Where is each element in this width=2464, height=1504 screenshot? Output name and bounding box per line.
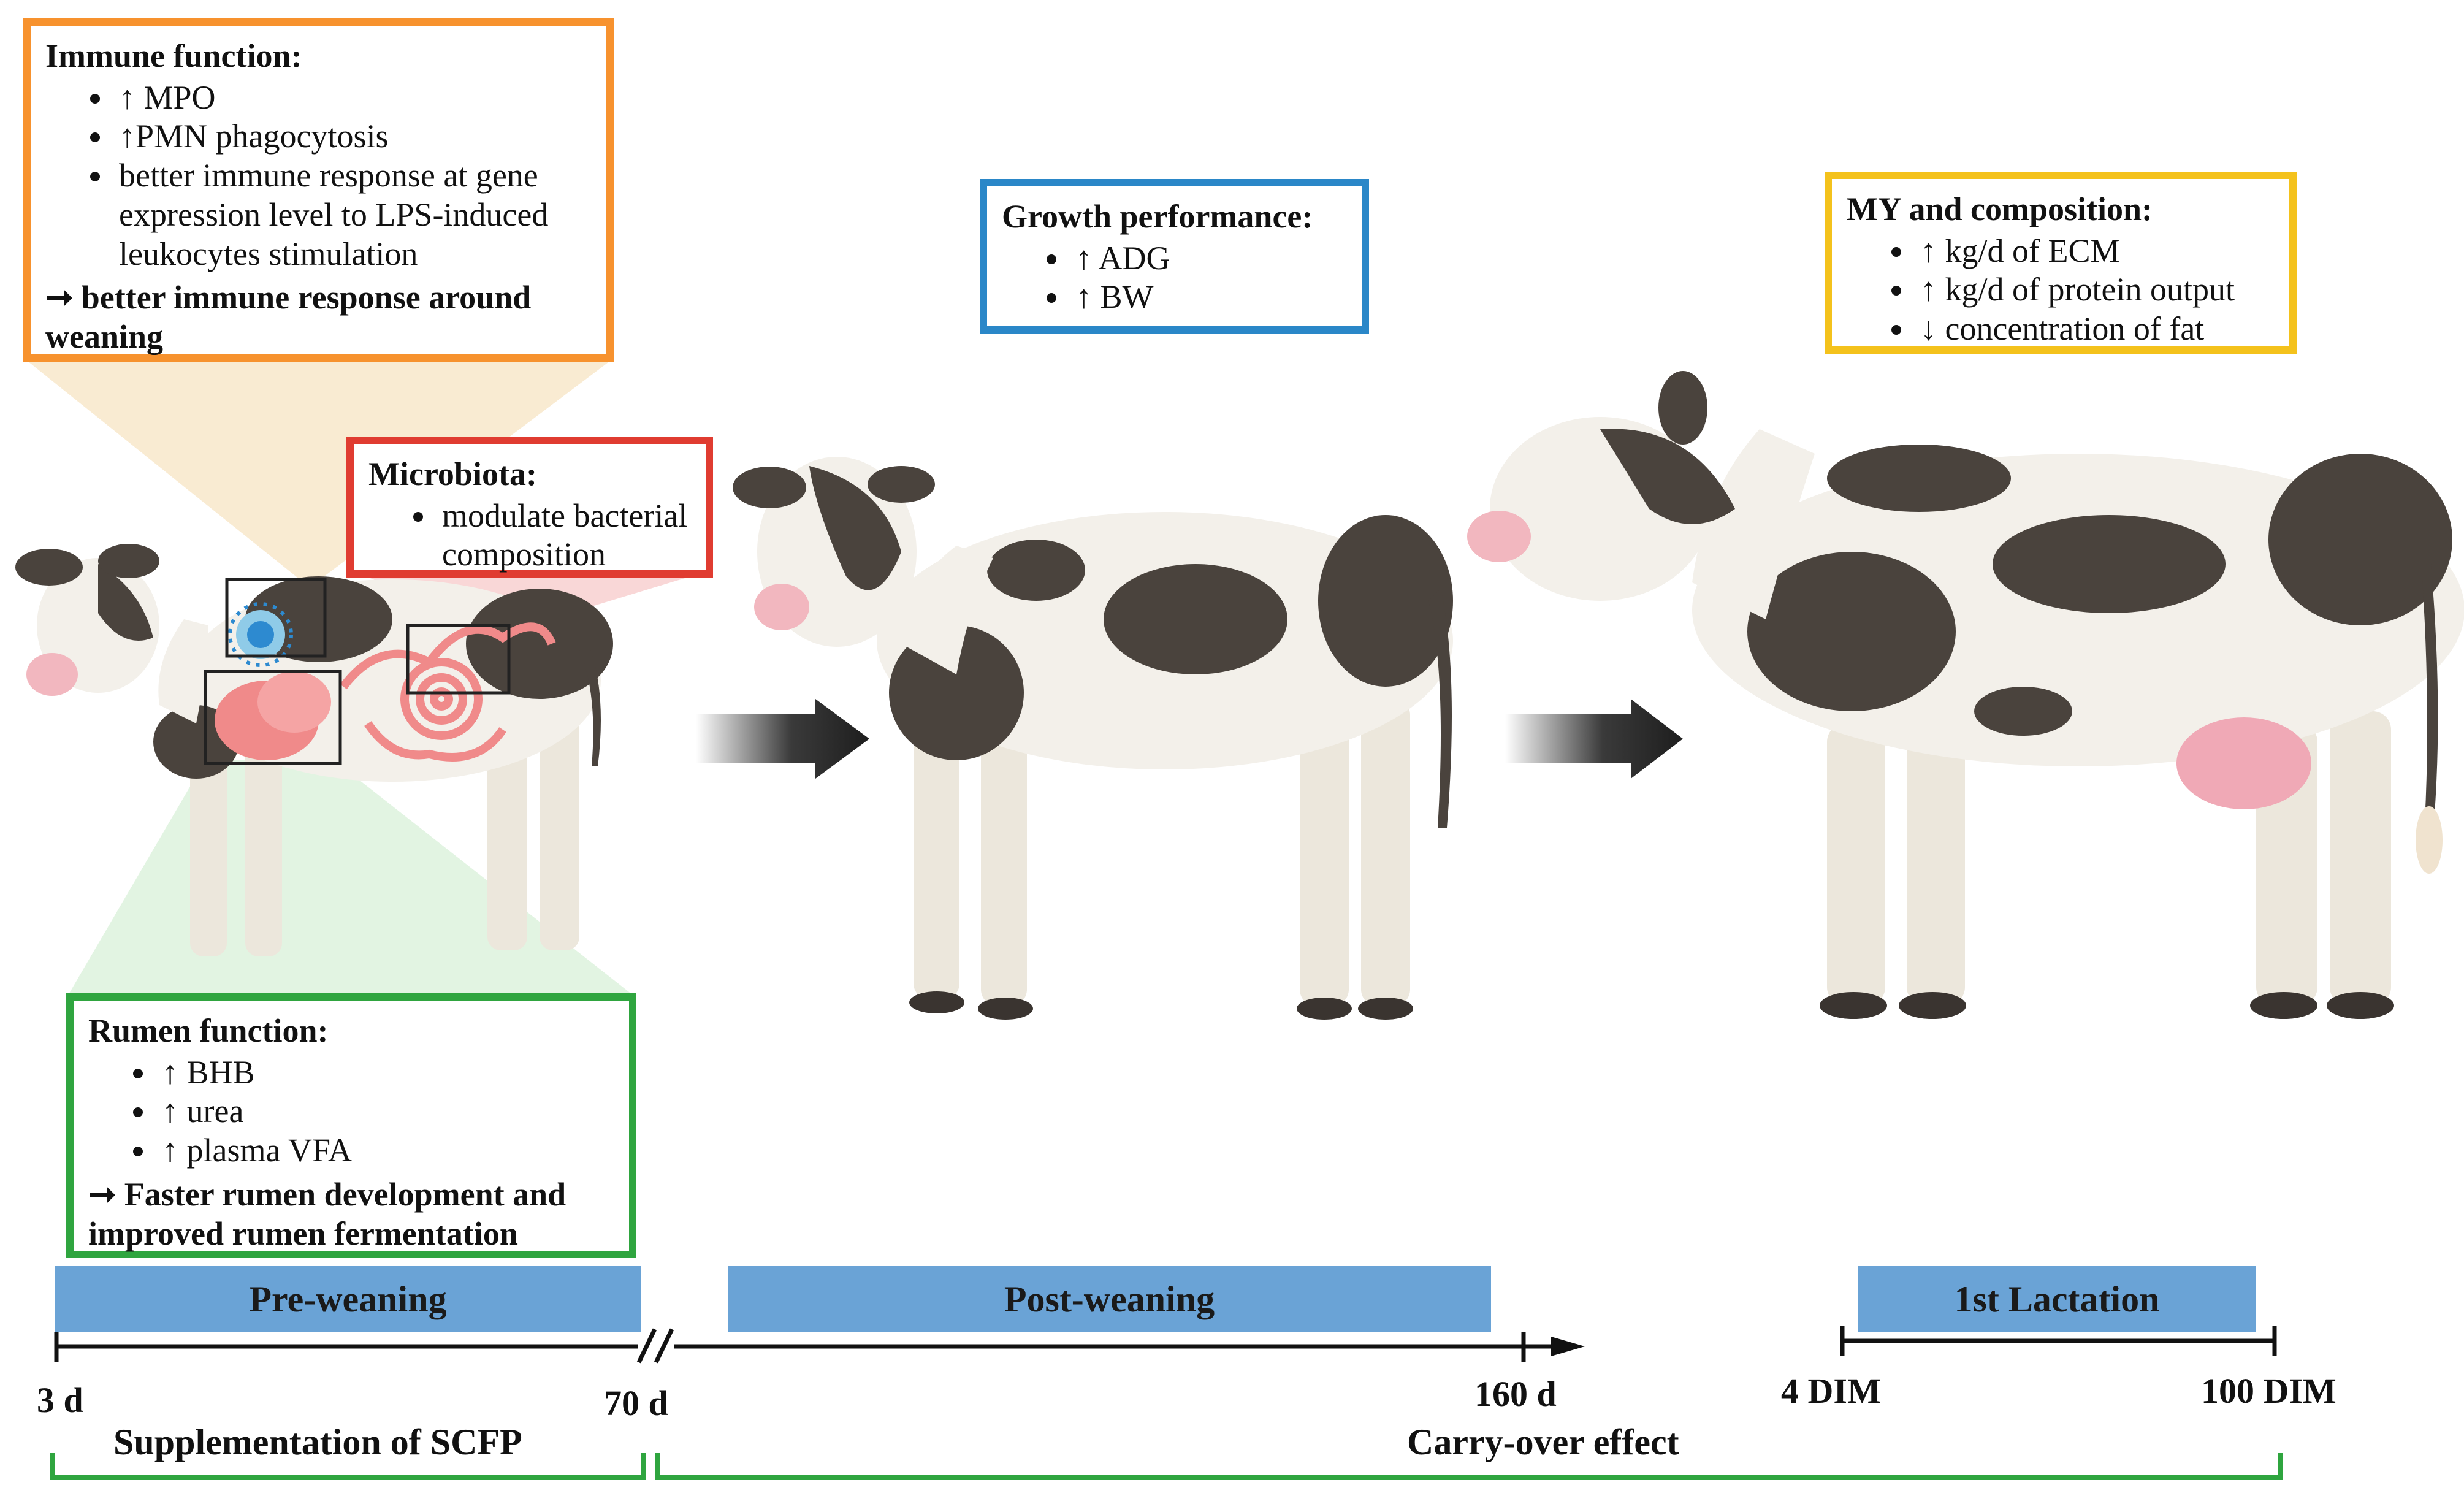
immune-function-list: ↑ MPO ↑PMN phagocytosis better immune re… — [45, 78, 592, 274]
milk-item-fat: ↓ concentration of fat — [1915, 310, 2275, 349]
rumen-zoom-box — [204, 670, 342, 765]
milk-yield-list: ↑ kg/d of ECM ↑ kg/d of protein output ↓… — [1847, 232, 2275, 349]
milk-item-ecm: ↑ kg/d of ECM — [1915, 232, 2275, 271]
immune-zoom-box — [225, 578, 327, 658]
immune-cell-icon — [228, 602, 293, 667]
immune-item-pmn: ↑PMN phagocytosis — [114, 117, 592, 156]
arrow-right-icon — [696, 699, 869, 779]
rumen-icon — [215, 671, 331, 760]
phase-post-weaning: Post-weaning — [728, 1266, 1491, 1332]
microbiota-zoom-box — [406, 624, 511, 695]
rumen-item-vfa: ↑ plasma VFA — [157, 1131, 614, 1170]
rumen-function-box: Rumen function: ↑ BHB ↑ urea ↑ plasma VF… — [66, 993, 636, 1258]
rumen-conclusion: ➞ Faster rumen development and improved … — [88, 1175, 566, 1252]
growth-performance-list: ↑ ADG ↑ BW — [1002, 239, 1347, 317]
milk-item-protein: ↑ kg/d of protein output — [1915, 270, 2275, 310]
supplementation-bracket — [50, 1453, 646, 1480]
growth-item-bw: ↑ BW — [1070, 278, 1347, 317]
supplementation-label: Supplementation of SCFP — [113, 1422, 522, 1462]
milk-yield-title: MY and composition: — [1847, 191, 2153, 227]
phase-pre-weaning: Pre-weaning — [55, 1266, 641, 1332]
phase-first-lactation: 1st Lactation — [1858, 1266, 2256, 1332]
timepoint-100dim: 100 DIM — [2201, 1371, 2336, 1411]
timepoint-160d: 160 d — [1474, 1374, 1557, 1414]
immune-function-box: Immune function: ↑ MPO ↑PMN phagocytosis… — [23, 18, 614, 362]
rumen-function-title: Rumen function: — [88, 1012, 329, 1049]
microbiota-title: Microbiota: — [368, 456, 537, 492]
intestine-icon — [340, 622, 556, 762]
arrow-right-icon — [1505, 699, 1683, 779]
growth-item-adg: ↑ ADG — [1070, 239, 1347, 278]
microbiota-list: modulate bacterial composition — [368, 497, 691, 574]
immune-item-mpo: ↑ MPO — [114, 78, 592, 118]
timepoint-3d: 3 d — [37, 1380, 83, 1420]
milk-yield-box: MY and composition: ↑ kg/d of ECM ↑ kg/d… — [1825, 172, 2297, 354]
immune-conclusion: ➞ better immune response around weaning — [45, 279, 532, 356]
rumen-item-urea: ↑ urea — [157, 1092, 614, 1131]
carry-over-bracket — [655, 1453, 2283, 1480]
timepoint-4dim: 4 DIM — [1781, 1371, 1881, 1411]
microbiota-box: Microbiota: modulate bacterial compositi… — [346, 437, 713, 578]
rumen-item-bhb: ↑ BHB — [157, 1053, 614, 1093]
carry-over-label: Carry-over effect — [1407, 1422, 1679, 1462]
heifer-icon — [733, 457, 1453, 1020]
rumen-function-list: ↑ BHB ↑ urea ↑ plasma VFA — [88, 1053, 614, 1170]
timeline-axis — [54, 1326, 2277, 1364]
dairy-cow-icon — [1467, 371, 2464, 1019]
timepoint-70d: 70 d — [604, 1383, 668, 1423]
calf-icon — [15, 544, 613, 956]
timeline-arrowhead — [1551, 1337, 1585, 1356]
immune-item-gene-expression: better immune response at gene expressio… — [114, 156, 592, 273]
microbiota-item: modulate bacterial composition — [437, 497, 691, 574]
growth-performance-title: Growth performance: — [1002, 198, 1313, 235]
growth-performance-box: Growth performance: ↑ ADG ↑ BW — [980, 179, 1369, 334]
immune-function-title: Immune function: — [45, 37, 302, 74]
immune-callout-wedge — [25, 359, 613, 587]
